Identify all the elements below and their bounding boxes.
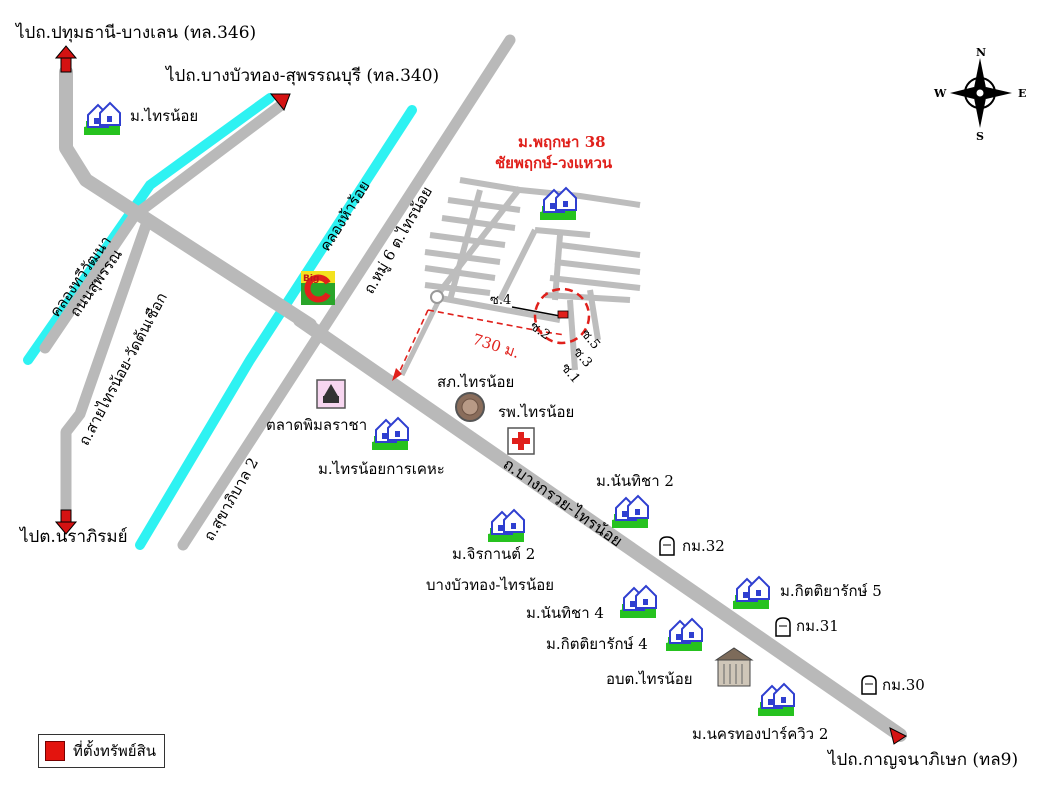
label-km32: กม.32 <box>682 537 725 555</box>
arrow-north-pathum <box>54 45 78 73</box>
village-icon-sai-noi <box>83 102 121 136</box>
street-grid <box>399 177 641 377</box>
label-hospital: รพ.ไทรน้อย <box>498 403 575 421</box>
label-soi4: ซ.4 <box>490 293 512 308</box>
police-icon <box>455 392 485 422</box>
bigc-text: Big <box>303 274 319 284</box>
village-icon-nantisha4 <box>619 585 657 619</box>
arrow-south-nonthaburi <box>54 509 78 535</box>
label-nantisha4: ม.นันทิชา 4 <box>526 604 604 622</box>
route-arrowhead <box>392 368 402 381</box>
road-bang-bua-thong <box>39 100 286 354</box>
label-market: ตลาดพิมลราชา <box>266 416 368 434</box>
compass-e: E <box>1018 87 1026 100</box>
label-kittiyarak4: ม.กิตติยารักษ์ 4 <box>546 635 648 653</box>
label-nantisha2: ม.นันทิชา 2 <box>596 472 674 490</box>
village-icon-nantisha2 <box>611 495 649 529</box>
compass-icon <box>950 58 1012 128</box>
sao-building-icon <box>714 647 754 687</box>
village-icon-kittiyarak4 <box>665 618 703 652</box>
legend-swatch <box>45 741 65 761</box>
village-icon-kittiyarak5 <box>732 576 770 610</box>
arrow-to-340 <box>269 93 291 111</box>
compass-n: N <box>976 46 986 59</box>
label-km31: กม.31 <box>796 617 839 635</box>
label-sao-sai-noi: อบต.ไทรน้อย <box>606 670 693 688</box>
village-icon-nakhon-thong <box>757 683 795 717</box>
bigc-logo <box>301 271 335 305</box>
label-to-bang-bua-thong: ไปถ.บางบัวทอง-สุพรรณบุรี (ทล.340) <box>166 66 440 86</box>
road-sai-noi <box>60 216 153 526</box>
road-main-bangkruay <box>293 313 907 742</box>
label-police: สภ.ไทรน้อย <box>437 373 515 391</box>
label-to-nonthaburi: ไปต.นราภิรมย์ <box>20 527 128 547</box>
label-bang-bua-thong-sai-noi: บางบัวทอง-ไทรน้อย <box>426 576 555 594</box>
compass-w: W <box>933 87 947 100</box>
arrow-to-kanchanaphisek <box>889 727 907 745</box>
legend-label: ที่ตั้งทรัพย์สิน <box>73 742 156 760</box>
label-nakhon-thong-park: ม.นครทองปาร์ควิว 2 <box>692 725 829 743</box>
label-sai-noi-housing: ม.ไทรน้อยการเคหะ <box>318 460 445 478</box>
subject-circle <box>533 287 591 345</box>
hospital-icon <box>507 427 535 455</box>
route-to-subject <box>397 309 566 376</box>
canal-right <box>135 105 417 550</box>
soi4-leader <box>511 306 561 317</box>
label-jiranan2: ม.จิรกานต์ 2 <box>452 545 536 563</box>
label-to-pathum-thani: ไปถ.ปทุมธานี-บางเลน (ทล.346) <box>16 23 257 43</box>
label-km30: กม.30 <box>882 676 925 694</box>
road-pathum-north <box>59 65 317 332</box>
label-subject-line1: ม.พฤกษา 38 <box>518 133 606 151</box>
km31-icon <box>775 617 791 637</box>
roundabout <box>430 290 444 304</box>
label-kittiyarak5: ม.กิตติยารักษ์ 5 <box>780 582 882 600</box>
market-icon <box>316 379 346 409</box>
village-icon-jiranan2 <box>487 509 525 543</box>
km30-icon <box>861 675 877 695</box>
label-sai-noi-village: ม.ไทรน้อย <box>130 107 199 125</box>
village-icon-housing <box>371 417 409 451</box>
label-subject-line2: ชัยพฤกษ์-วงแหวน <box>495 154 613 172</box>
road-moo6 <box>177 34 516 551</box>
road-network <box>39 34 907 742</box>
legend: ที่ตั้งทรัพย์สิน <box>38 734 165 768</box>
km32-icon <box>659 536 675 556</box>
compass-s: S <box>976 130 984 143</box>
canal-left <box>23 93 275 365</box>
subject-marker <box>557 310 569 319</box>
label-to-kanchanaphisek: ไปถ.กาญจนาภิเษก (ทล9) <box>828 750 1019 770</box>
